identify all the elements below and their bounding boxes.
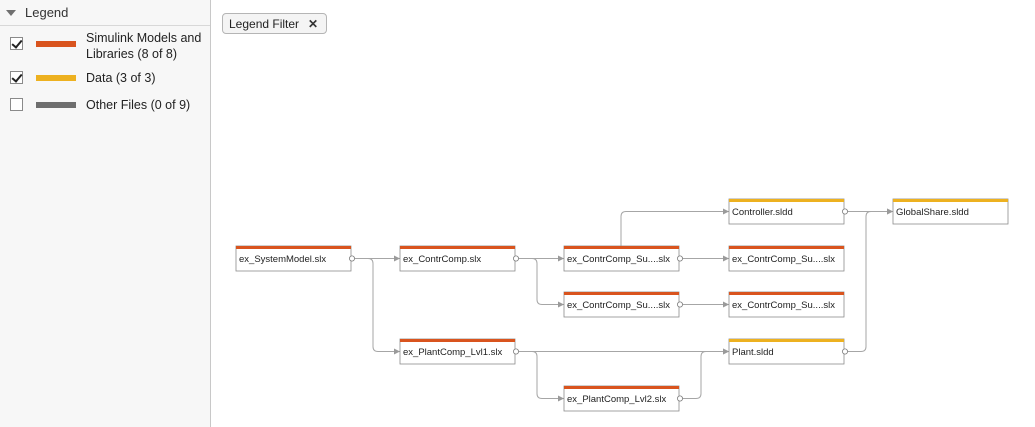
node-label: ex_ContrComp_Su....slx xyxy=(732,300,835,311)
node-type-bar xyxy=(729,199,844,202)
models-checkbox[interactable] xyxy=(10,37,23,50)
node-box xyxy=(728,338,845,365)
graph-node-global[interactable]: GlobalShare.sldd xyxy=(892,198,1009,225)
node-box xyxy=(563,291,680,318)
node-label: Controller.sldd xyxy=(732,207,793,218)
node-label: ex_ContrComp_Su....slx xyxy=(732,254,835,265)
node-type-bar xyxy=(564,292,679,295)
other-files-color-swatch xyxy=(36,102,76,108)
edge-contr-to-sub2 xyxy=(515,258,564,308)
node-box xyxy=(399,245,516,272)
node-label: ex_PlantComp_Lvl1.slx xyxy=(403,347,503,358)
graph-node-sys[interactable]: ex_SystemModel.slx xyxy=(235,245,355,272)
edge-sys-to-plant1 xyxy=(351,258,400,355)
legend-item-other: Other Files (0 of 9) xyxy=(10,98,216,113)
node-type-bar xyxy=(564,386,679,389)
models-color-swatch xyxy=(36,41,76,47)
node-box xyxy=(728,198,845,225)
data-label: Data (3 of 3) xyxy=(86,71,156,85)
graph-node-contr[interactable]: ex_ContrComp.slx xyxy=(399,245,520,272)
node-label: ex_ContrComp_Su....slx xyxy=(567,300,670,311)
node-box xyxy=(563,385,680,412)
node-box xyxy=(892,198,1009,225)
node-type-bar xyxy=(729,292,844,295)
node-type-bar xyxy=(400,339,515,342)
node-type-bar xyxy=(893,199,1008,202)
node-label: Plant.sldd xyxy=(732,347,774,358)
graph-node-sub3[interactable]: ex_ContrComp_Su....slx xyxy=(728,245,845,272)
graph-node-plantsldd[interactable]: Plant.sldd xyxy=(728,338,849,365)
edge-plant2-to-plantsldd xyxy=(679,348,729,399)
graph-node-sub2[interactable]: ex_ContrComp_Su....slx xyxy=(563,291,684,318)
node-label: ex_SystemModel.slx xyxy=(239,254,326,265)
node-type-bar xyxy=(729,246,844,249)
output-port-icon[interactable] xyxy=(348,255,355,262)
legend-item-data: Data (3 of 3) xyxy=(10,71,216,86)
output-port-icon[interactable] xyxy=(513,348,520,355)
edge-plant1-to-plant2 xyxy=(515,351,564,402)
models-label: Simulink Models and Libraries (8 of 8) xyxy=(86,31,202,61)
data-checkbox[interactable] xyxy=(10,71,23,84)
legend-item-models: Simulink Models and Libraries (8 of 8) xyxy=(10,31,216,62)
legend-filter-chip[interactable]: Legend Filter ✕ xyxy=(222,13,328,34)
other-files-label: Other Files (0 of 9) xyxy=(86,98,191,112)
close-icon[interactable]: ✕ xyxy=(308,16,319,31)
graph-node-sub4[interactable]: ex_ContrComp_Su....slx xyxy=(728,291,845,318)
output-port-icon[interactable] xyxy=(677,255,684,262)
node-type-bar xyxy=(564,246,679,249)
node-box xyxy=(728,291,845,318)
legend-panel: Legend Simulink Models and Libraries (8 … xyxy=(0,0,211,427)
node-type-bar xyxy=(236,246,351,249)
node-box xyxy=(728,245,845,272)
graph-node-plant1[interactable]: ex_PlantComp_Lvl1.slx xyxy=(399,338,520,365)
graph-node-sub1[interactable]: ex_ContrComp_Su....slx xyxy=(563,245,684,272)
node-box xyxy=(235,245,352,272)
output-port-icon[interactable] xyxy=(677,395,684,402)
output-port-icon[interactable] xyxy=(842,348,849,355)
data-color-swatch xyxy=(36,75,76,81)
node-label: ex_PlantComp_Lvl2.slx xyxy=(567,394,667,405)
node-type-bar xyxy=(400,246,515,249)
node-label: GlobalShare.sldd xyxy=(896,207,969,218)
graph-node-plant2[interactable]: ex_PlantComp_Lvl2.slx xyxy=(563,385,684,412)
output-port-icon[interactable] xyxy=(842,208,849,215)
output-port-icon[interactable] xyxy=(677,301,684,308)
edge-sub1-to-ctrlsldd xyxy=(620,208,729,246)
collapse-caret-icon[interactable] xyxy=(6,9,16,16)
node-box xyxy=(399,338,516,365)
node-label: ex_ContrComp_Su....slx xyxy=(567,254,670,265)
legend-header[interactable]: Legend xyxy=(0,0,210,26)
node-label: ex_ContrComp.slx xyxy=(403,254,481,265)
output-port-icon[interactable] xyxy=(513,255,520,262)
legend-filter-label: Legend Filter xyxy=(229,16,300,31)
other-files-checkbox[interactable] xyxy=(10,98,23,111)
edge-plantsldd-to-global xyxy=(844,208,893,352)
graph-node-ctrlsldd[interactable]: Controller.sldd xyxy=(728,198,849,225)
legend-title: Legend xyxy=(25,5,69,20)
node-type-bar xyxy=(729,339,844,342)
